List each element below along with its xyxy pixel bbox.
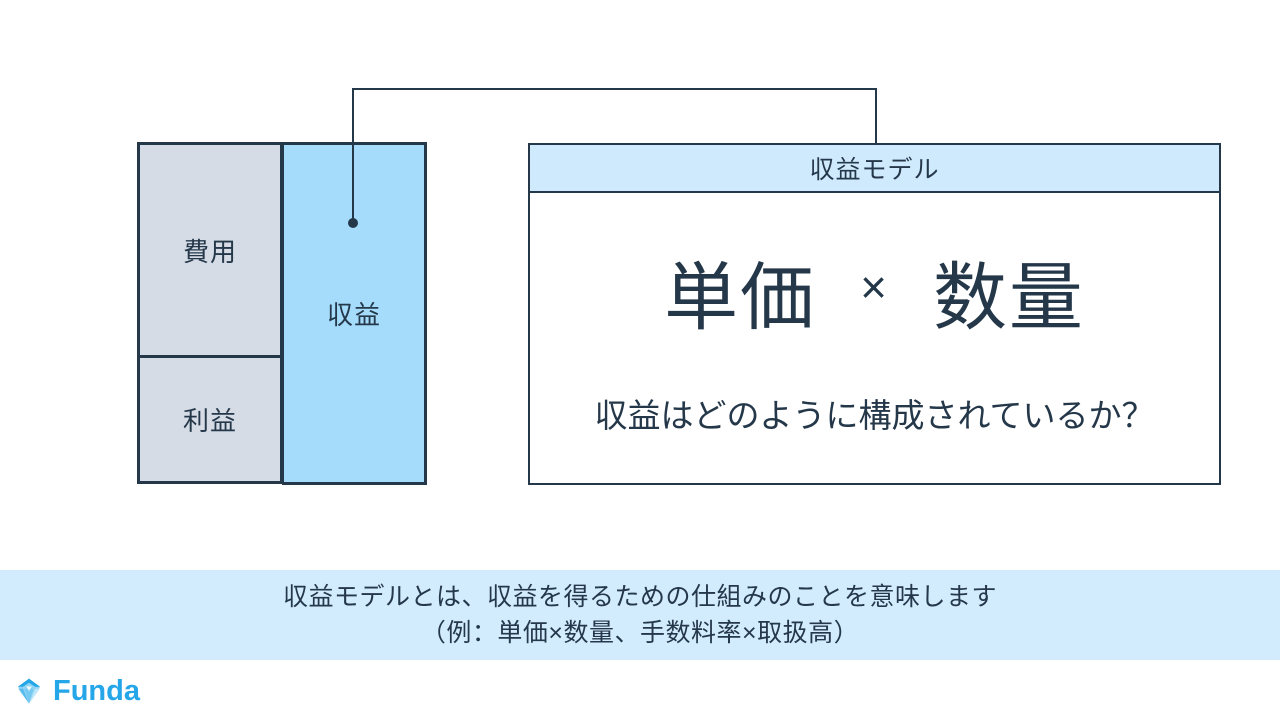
footer-brand: Funda (14, 676, 140, 706)
bar-cell-revenue: 収益 (282, 142, 427, 485)
formula-right-term: 数量 (932, 255, 1085, 339)
cost-profit-column: 費用 利益 (137, 142, 283, 485)
multiply-icon: × (860, 261, 889, 313)
bar-cell-revenue-label: 収益 (326, 300, 381, 330)
connector-endpoint-dot-icon (348, 218, 358, 228)
revenue-model-subtitle: 収益はどのように構成されているか？ (594, 396, 1155, 434)
connector-vertical-right-segment (875, 89, 877, 144)
bar-cell-cost: 費用 (137, 142, 283, 357)
revenue-formula: 単価 × 数量 (664, 238, 1085, 345)
revenue-structure-bar-chart: 費用 利益 収益 (137, 142, 428, 485)
bar-cell-cost-label: 費用 (182, 236, 237, 267)
caption-line-2: （例：単価×数量、手数料率×取扱高） (420, 619, 860, 647)
revenue-model-panel-header: 収益モデル (530, 145, 1219, 193)
revenue-model-panel-body: 単価 × 数量 収益はどのように構成されているか？ (530, 193, 1219, 483)
brand-wordmark: Funda (53, 675, 140, 707)
revenue-model-panel-title: 収益モデル (809, 156, 940, 184)
gem-logo-icon (17, 678, 41, 704)
caption-band: 収益モデルとは、収益を得るための仕組みのことを意味します （例：単価×数量、手数… (0, 570, 1280, 660)
bar-cell-profit: 利益 (137, 356, 283, 484)
connector-vertical-left-segment (352, 89, 354, 223)
formula-left-term: 単価 (664, 255, 817, 339)
revenue-model-panel: 収益モデル 単価 × 数量 収益はどのように構成されているか？ (528, 143, 1221, 485)
caption-line-1: 収益モデルとは、収益を得るための仕組みのことを意味します (282, 583, 997, 611)
connector-horizontal-segment (352, 88, 877, 90)
bar-cell-profit-label: 利益 (182, 406, 237, 436)
